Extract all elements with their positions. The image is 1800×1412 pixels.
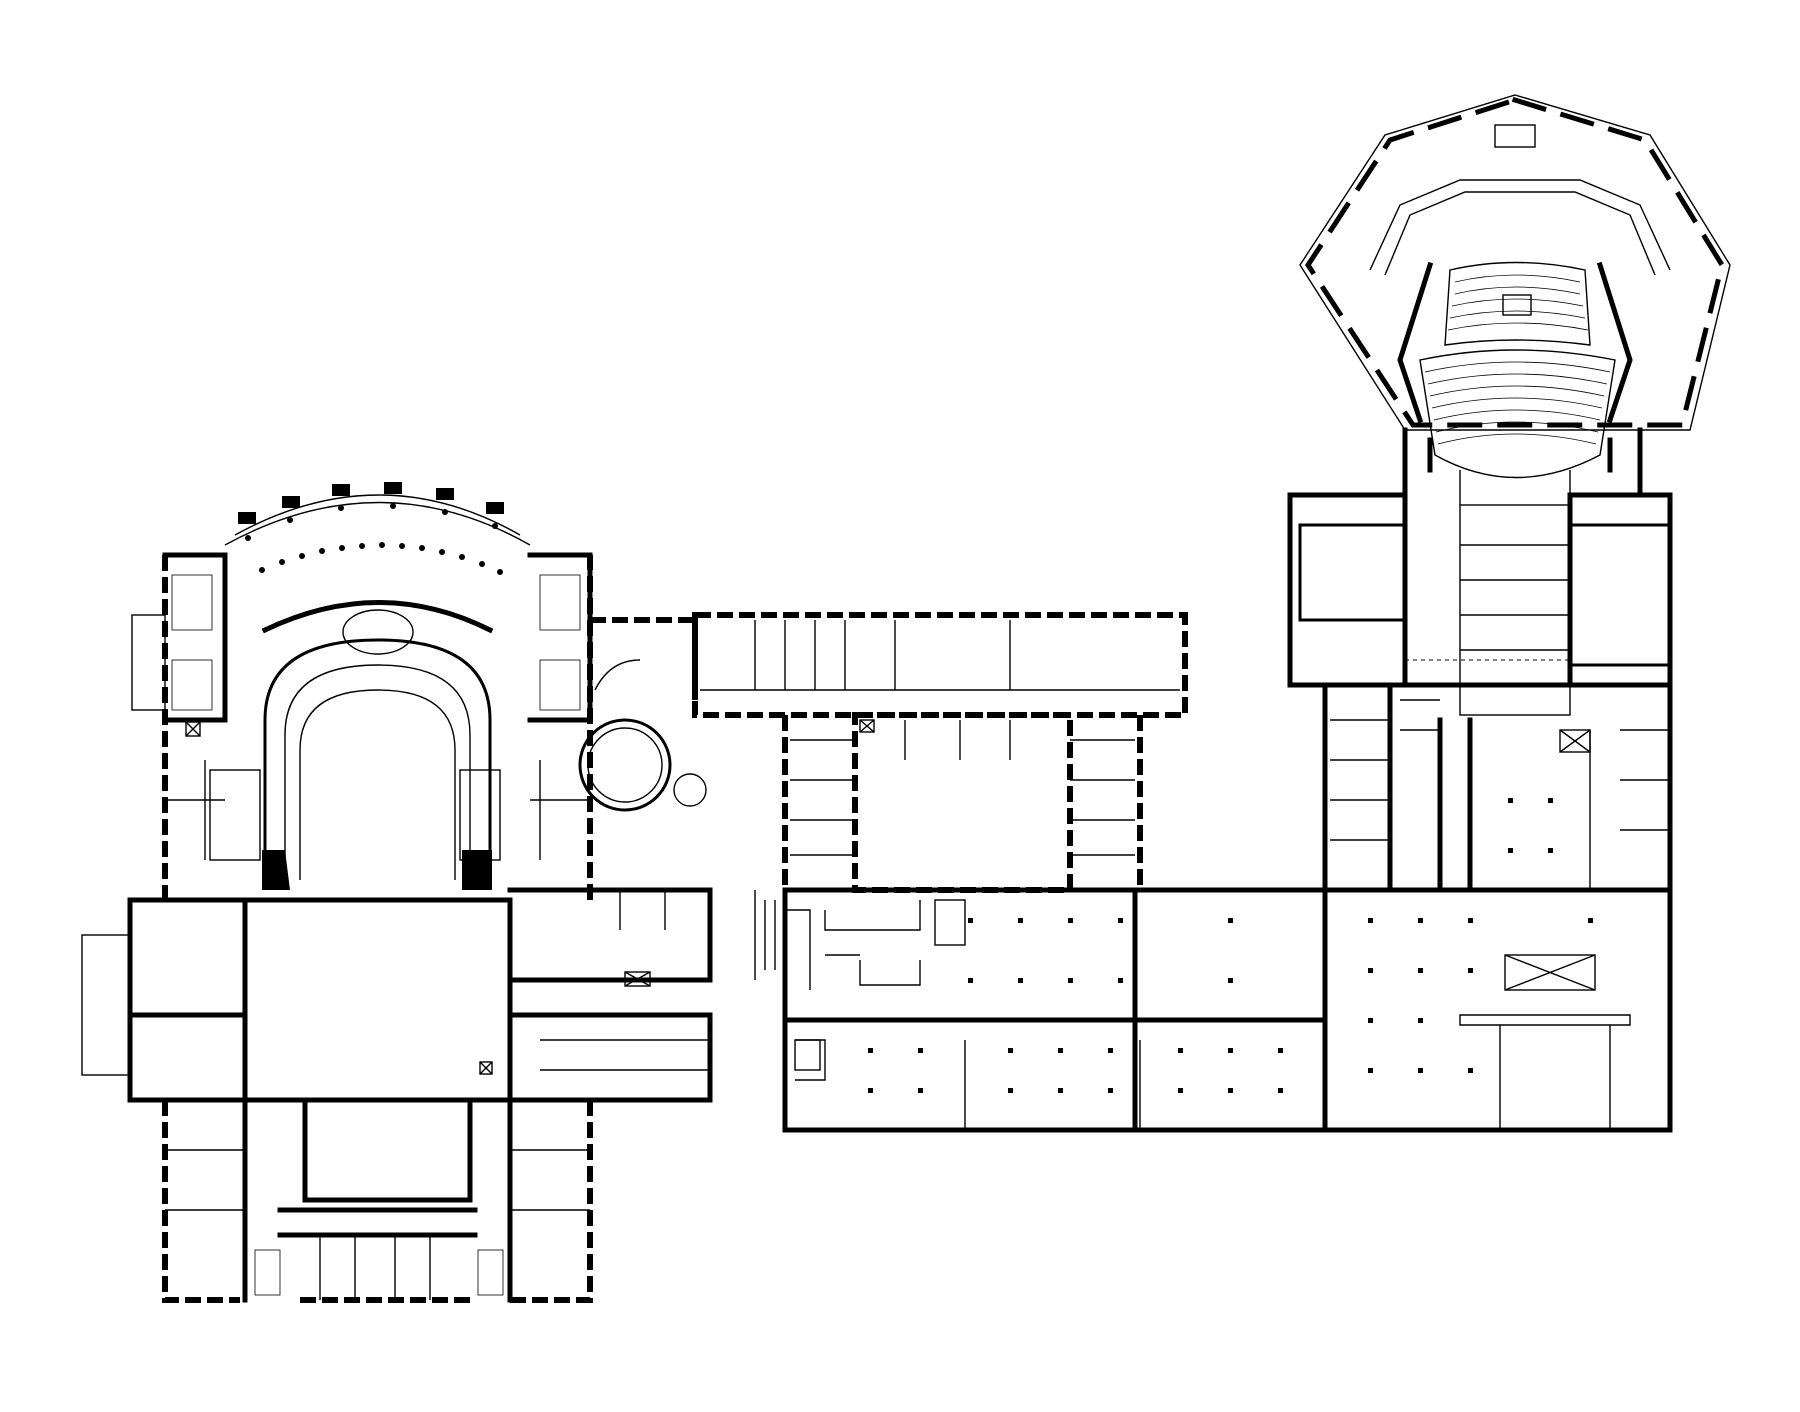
outer-colonnade-arc-2 bbox=[234, 494, 521, 536]
east-hall-opening bbox=[1459, 1014, 1631, 1130]
round-tower bbox=[578, 718, 672, 812]
control-booth bbox=[1494, 124, 1536, 148]
south-west-block bbox=[162, 1097, 248, 1303]
balcony-tier-2 bbox=[1384, 191, 1656, 276]
inner-arc-wall bbox=[261, 600, 494, 634]
west-balcony bbox=[131, 614, 166, 711]
hall-threshold-lines bbox=[244, 915, 511, 1101]
north-bar-outer bbox=[692, 612, 1188, 718]
connector-block bbox=[507, 617, 776, 1103]
east-upper-partitions bbox=[1330, 699, 1670, 890]
west-wing bbox=[81, 552, 593, 1303]
auditorium-entry-walls bbox=[1402, 427, 1643, 498]
auditorium-corridor bbox=[1459, 470, 1571, 505]
auditorium-rows bbox=[284, 664, 471, 880]
connector-outer-wall bbox=[590, 617, 698, 700]
stage-thresholds bbox=[1404, 525, 1571, 661]
south-east-block bbox=[507, 1097, 593, 1303]
auditorium bbox=[1299, 94, 1731, 505]
curved-stair bbox=[594, 659, 641, 691]
west-annex-south bbox=[127, 1012, 248, 1103]
column-pavilions bbox=[238, 482, 504, 541]
spiral-stair bbox=[673, 773, 707, 807]
stage-west-room bbox=[1298, 523, 1407, 622]
east-hall bbox=[1322, 887, 1673, 1133]
column-grid-center bbox=[868, 918, 1283, 1093]
south-rooms-wall bbox=[277, 1207, 478, 1238]
stage bbox=[1459, 504, 1571, 716]
column-grid-east-upper bbox=[1508, 798, 1553, 853]
west-wing-outer-wall bbox=[162, 555, 593, 1303]
west-corridor-partitions bbox=[540, 890, 710, 1071]
north-west-stair-tower bbox=[162, 552, 228, 723]
east-block bbox=[1287, 492, 1673, 1133]
west-lift bbox=[185, 721, 493, 1075]
inner-courtyard-ring bbox=[852, 712, 1073, 893]
central-block bbox=[782, 887, 1328, 1133]
west-entrance-portico bbox=[81, 934, 131, 1076]
service-stair bbox=[754, 890, 776, 980]
oval-foyer bbox=[342, 609, 414, 655]
east-core bbox=[1387, 682, 1473, 893]
north-bar-partitions bbox=[700, 620, 1180, 691]
auditorium-inner-wall-east bbox=[1596, 261, 1633, 424]
stage-east-room bbox=[1568, 523, 1672, 667]
east-atrium-void bbox=[1504, 954, 1596, 991]
east-upper-wing bbox=[1322, 682, 1673, 893]
central-block-partitions bbox=[785, 900, 1141, 1130]
west-annex-north bbox=[127, 897, 248, 1018]
lectern bbox=[1502, 294, 1532, 316]
central-stair bbox=[794, 899, 966, 1071]
balcony-tier bbox=[1369, 179, 1671, 271]
north-bar bbox=[692, 612, 1188, 893]
pier-west bbox=[262, 850, 290, 890]
west-corridor-2 bbox=[507, 1012, 713, 1103]
west-stair-symbols bbox=[171, 574, 581, 1296]
middle-block-lower bbox=[1132, 1017, 1328, 1133]
column-grid-east bbox=[1368, 918, 1593, 1073]
auditorium-inner bbox=[299, 689, 456, 880]
north-east-stair-tower bbox=[527, 552, 593, 723]
seating-outer bbox=[1419, 349, 1616, 479]
pier-east bbox=[462, 850, 492, 890]
auditorium-outer bbox=[263, 638, 492, 880]
seating-rows bbox=[1424, 274, 1611, 445]
auditorium-facade bbox=[1305, 97, 1725, 428]
west-corridor bbox=[507, 887, 713, 983]
outer-colonnade-arc bbox=[224, 501, 531, 546]
auditorium-inner-wall-west bbox=[1397, 261, 1434, 424]
colonnade-columns bbox=[259, 542, 503, 575]
auditorium-outline bbox=[1299, 94, 1731, 431]
round-tower-inner bbox=[587, 727, 663, 803]
central-block-lower bbox=[782, 1017, 1138, 1133]
semicircular-hall bbox=[224, 482, 531, 890]
stage-lines bbox=[1460, 544, 1570, 686]
south-rooms-partitions bbox=[319, 1235, 431, 1300]
seating-upper bbox=[1444, 261, 1591, 346]
central-hall bbox=[242, 897, 513, 1103]
middle-block-upper bbox=[1132, 887, 1328, 1023]
west-wing-partitions bbox=[165, 760, 590, 1211]
court-wing-partitions bbox=[790, 720, 1135, 856]
lower-court bbox=[302, 1097, 473, 1203]
